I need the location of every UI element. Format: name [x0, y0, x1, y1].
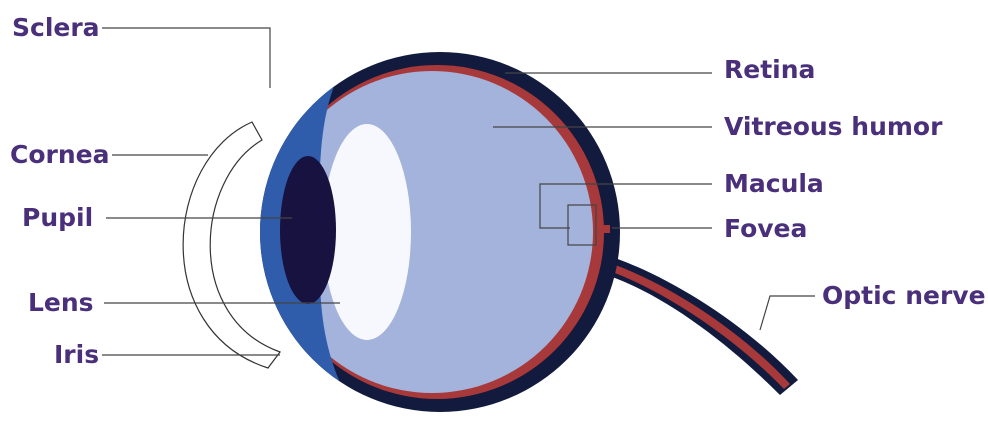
label-cornea: Cornea [10, 140, 109, 170]
label-macula: Macula [724, 169, 824, 199]
sclera-leader [102, 28, 270, 88]
label-optic-nerve: Optic nerve [822, 281, 986, 311]
label-sclera: Sclera [12, 13, 100, 43]
label-fovea: Fovea [724, 214, 807, 244]
fovea-mark [596, 225, 610, 233]
label-lens: Lens [28, 288, 94, 318]
pupil-shape [280, 156, 336, 304]
label-retina: Retina [724, 55, 815, 85]
label-pupil: Pupil [22, 203, 93, 233]
optic-nerve-leader [760, 296, 815, 330]
label-iris: Iris [54, 340, 99, 370]
label-vitreous-humor: Vitreous humor [724, 112, 942, 142]
lens-shape [323, 124, 411, 340]
